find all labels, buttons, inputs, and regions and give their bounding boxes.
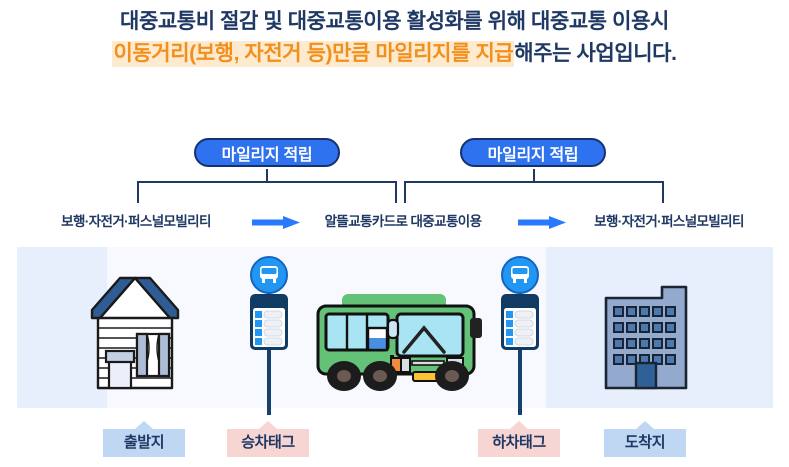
bus-stop-sign-icon [501,256,539,350]
flow-row: 보행·자전거·퍼스널모빌리티 알뜰교통카드로 대중교통이용 보행·자전거·퍼스널… [0,210,789,234]
bracket-connector-left [137,169,397,205]
tag-tail [636,421,654,429]
flow-step-1-label: 보행·자전거·퍼스널모빌리티 [61,214,211,229]
bus-icon [316,294,482,391]
tag-tail [135,421,153,429]
tag-tail [510,421,528,429]
bracket-leg-right [662,181,664,203]
bracket-leg-left [404,181,406,203]
office-building-icon [604,285,688,390]
bracket-leg-right [395,181,397,203]
tag-label-boarding: 승차태그 [227,421,309,457]
tag-label-departure-text: 출발지 [123,434,165,451]
bracket-stem [533,169,535,181]
arrow-right-icon [252,216,300,229]
bracket-bar [137,181,397,183]
house-icon [90,276,180,390]
title-line-2-rest: 해주는 사업입니다. [514,42,677,66]
bracket-leg-left [137,181,139,203]
tag-label-arrival-text: 도착지 [624,434,666,451]
bracket-stem [266,169,268,181]
bus-stop-sign-icon [250,256,288,350]
tag-label-boarding-text: 승차태그 [241,434,295,451]
tag-label-alighting-text: 하차태그 [492,434,546,451]
badge-mileage-right: 마일리지 적립 [460,138,606,167]
arrow-right-icon [518,216,566,229]
bracket-connector-right [404,169,664,205]
flow-step-2-label: 알뜰교통카드로 대중교통이용 [324,214,482,229]
tag-tail [259,421,277,429]
tag-label-departure: 출발지 [103,421,185,457]
flow-step-3-label: 보행·자전거·퍼스널모빌리티 [594,214,744,229]
title-line-2: 이동거리(보행, 자전거 등)만큼 마일리지를 지급해주는 사업입니다. [0,40,789,68]
bracket-bar [404,181,664,183]
title-line-1: 대중교통비 절감 및 대중교통이용 활성화를 위해 대중교통 이용시 [120,10,669,33]
title-highlight: 이동거리(보행, 자전거 등)만큼 마일리지를 지급 [112,41,515,68]
page-title: 대중교통비 절감 및 대중교통이용 활성화를 위해 대중교통 이용시 이동거리(… [0,8,789,68]
tag-label-alighting: 하차태그 [478,421,560,457]
badge-mileage-left: 마일리지 적립 [194,138,340,167]
tag-label-arrival: 도착지 [604,421,686,457]
